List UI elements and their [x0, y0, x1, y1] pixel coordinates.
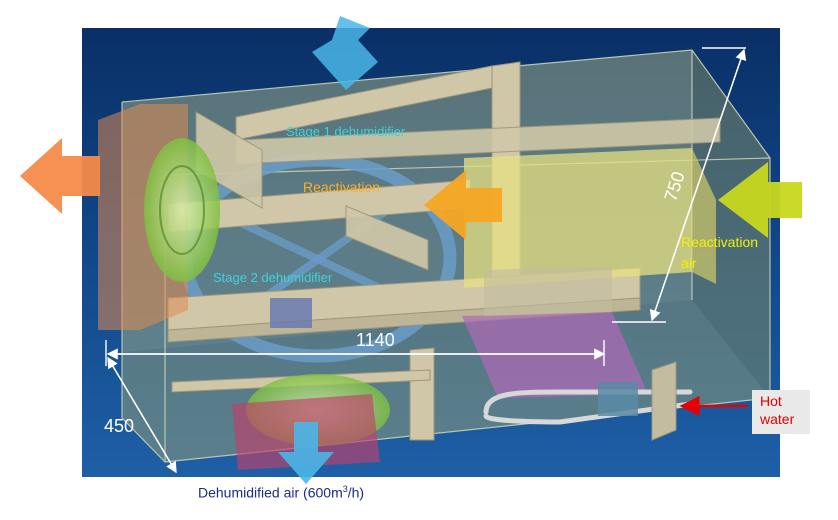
reactivation-inlet-arrow [718, 162, 802, 238]
depth-dimension-label: 450 [104, 416, 135, 436]
dehumidified-air-label-superscript: 3 [342, 484, 348, 494]
reactivation-inner-arrow [424, 170, 502, 240]
reactivation-inner-label: Reactivation [303, 179, 381, 195]
dehumidified-air-label-suffix: /h) [347, 484, 365, 501]
hot-water-label-box [752, 390, 810, 434]
dehumidified-air-label: Dehumidified air (600m3/h) [198, 484, 364, 501]
width-dimension-label: 1140 [356, 330, 395, 350]
stage2-dehumidifier-label: Stage 2 dehumidifier [213, 270, 333, 285]
hot-water-label-line1: Hot [760, 393, 782, 409]
pump-motor [598, 382, 638, 416]
hot-water-pipe [483, 389, 693, 425]
dehumidified-air-label-prefix: Dehumidified air (600m [198, 484, 343, 501]
process-inlet-arrow [312, 16, 378, 90]
exhaust-air-arrow [20, 138, 100, 214]
reactivation-heater [464, 148, 716, 288]
reactivation-air-label-line1: Reactivation [681, 234, 759, 250]
process-outlet-arrow [278, 422, 334, 484]
stage1-dehumidifier-label: Stage 1 dehumidifier [286, 124, 406, 139]
dimension-lines [105, 47, 747, 474]
stage2-motor [270, 298, 312, 328]
pipe-flange [651, 361, 677, 441]
heating-coil-box [462, 266, 648, 398]
hot-water-label-line2: water [760, 411, 795, 427]
reactivation-air-label-line2: air [681, 255, 697, 271]
exhaust-fan-housing [98, 104, 220, 330]
